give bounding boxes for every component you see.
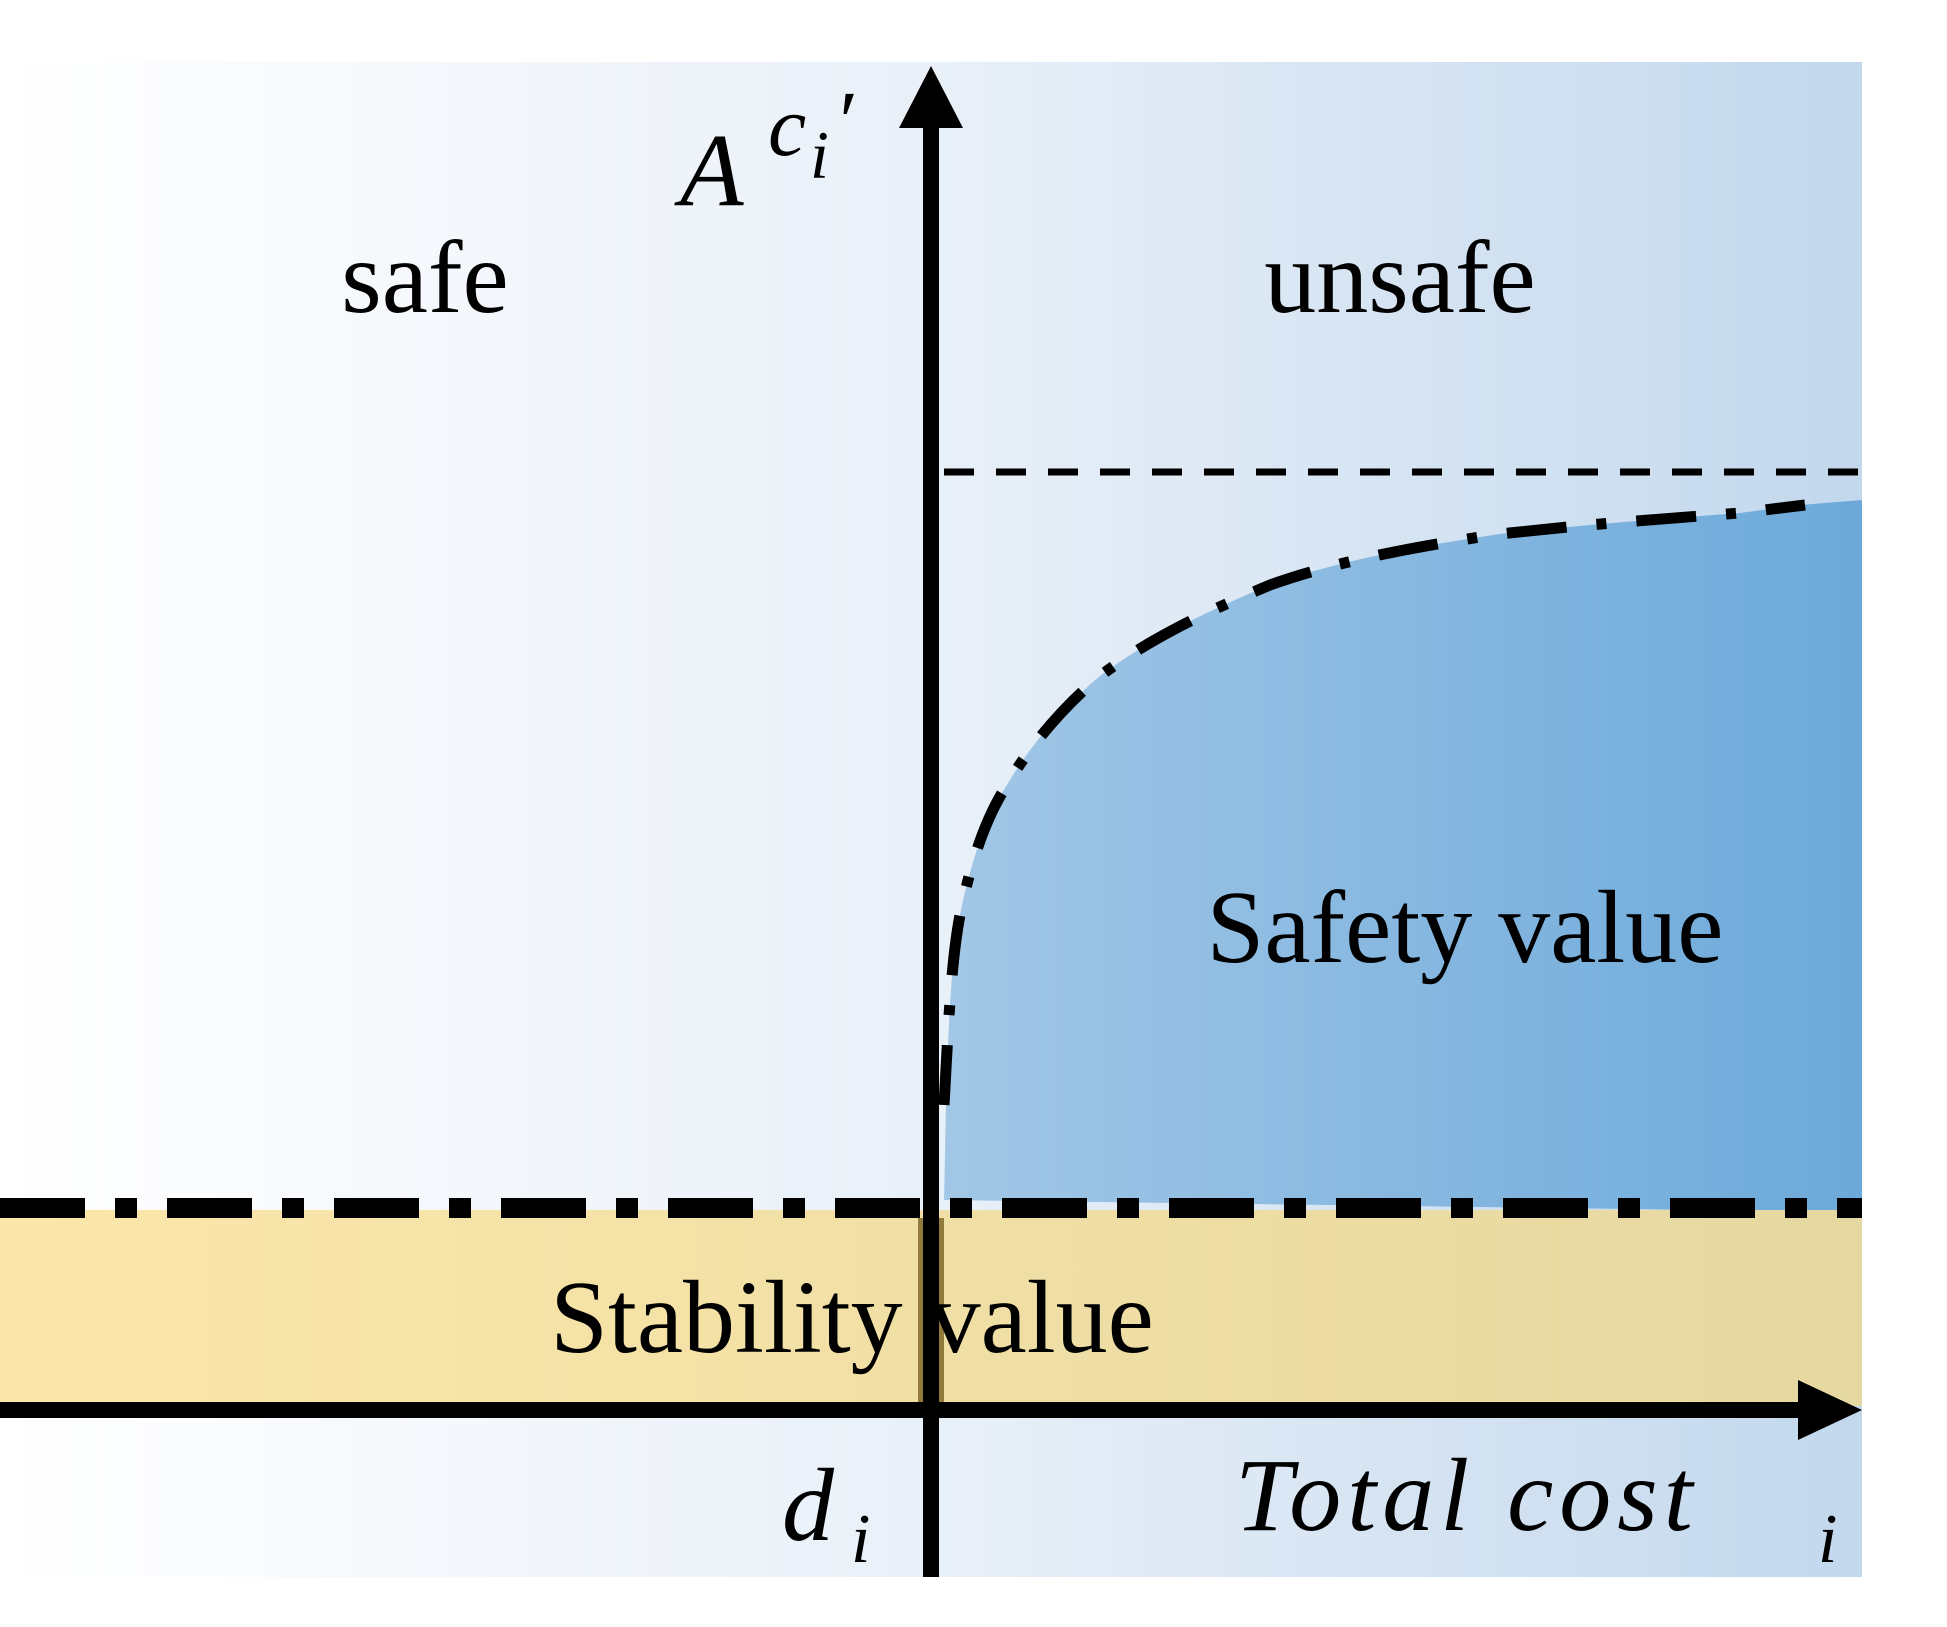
origin-label-subscript: i [851,1501,870,1578]
y-axis-label-base: A [674,113,744,228]
x-axis-label-subscript: i [1818,1501,1837,1578]
safe-region-label: safe [341,220,508,335]
unsafe-region-label: unsafe [1264,220,1535,335]
x-axis-arrowhead [1798,1380,1862,1440]
x-axis-label: Total cost i [1235,1438,1837,1578]
y-axis-arrowhead [899,66,963,128]
y-axis-label-subscript: i [810,117,829,193]
y-axis-label: A c i ′ [674,73,854,228]
x-axis-label-main: Total cost [1235,1438,1699,1553]
origin-label: d i [782,1448,870,1578]
safety-boundary-curve [938,499,1806,1106]
y-axis-label-superscript: c [768,78,806,174]
stability-value-label: Stability value [550,1260,1154,1375]
y-axis-label-prime: ′ [834,73,854,169]
origin-label-main: d [782,1448,835,1563]
safety-value-label: Safety value [1207,870,1724,985]
safety-value-region [944,500,1862,1212]
